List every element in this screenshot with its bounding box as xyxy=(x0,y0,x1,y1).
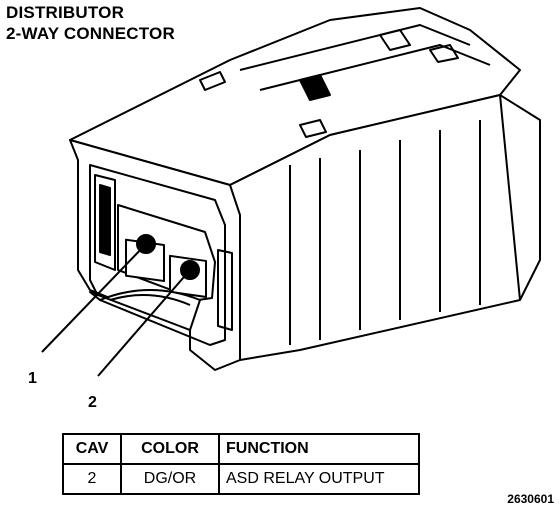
header-color: COLOR xyxy=(120,433,220,465)
leader-line-2 xyxy=(97,269,191,377)
callout-2: 2 xyxy=(88,394,97,411)
diagram-title: DISTRIBUTOR 2-WAY CONNECTOR xyxy=(6,2,175,44)
cell-color: DG/OR xyxy=(120,463,220,495)
cell-function: ASD RELAY OUTPUT xyxy=(218,463,420,495)
leader-line-1 xyxy=(41,243,147,353)
pin-function-table: CAV COLOR FUNCTION 2 DG/OR ASD RELAY OUT… xyxy=(62,433,420,495)
title-line-1: DISTRIBUTOR xyxy=(6,3,125,22)
header-function: FUNCTION xyxy=(218,433,420,465)
figure-id: 2630601 xyxy=(507,492,554,506)
table-row: 2 DG/OR ASD RELAY OUTPUT xyxy=(62,463,420,495)
table-header-row: CAV COLOR FUNCTION xyxy=(62,433,420,465)
cell-cav: 2 xyxy=(62,463,122,495)
connector-body-side xyxy=(229,94,541,361)
header-cav: CAV xyxy=(62,433,122,465)
title-line-2: 2-WAY CONNECTOR xyxy=(6,24,175,43)
callout-1: 1 xyxy=(28,370,37,387)
